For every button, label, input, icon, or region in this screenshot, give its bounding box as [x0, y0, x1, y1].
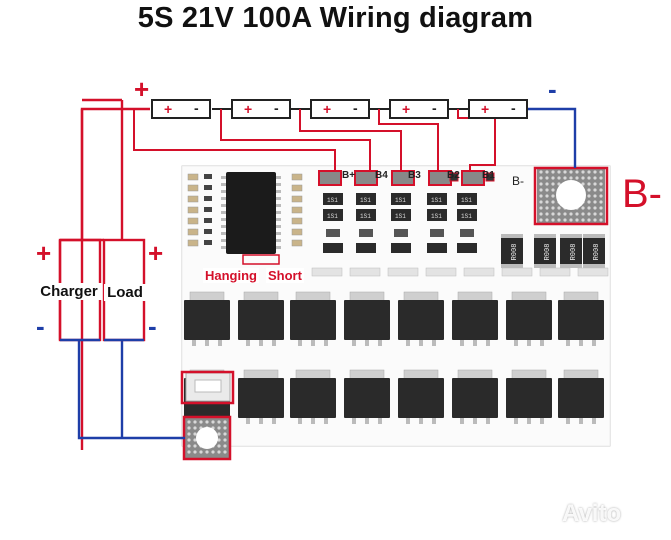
- connector-highlight: [180, 370, 235, 405]
- svg-text:1S1: 1S1: [327, 213, 338, 220]
- cell-plus-sign: +: [323, 101, 331, 117]
- pack-minus-sign: -: [548, 74, 557, 104]
- mosfet: [558, 291, 604, 346]
- mosfet: [238, 291, 284, 346]
- svg-text:1S1: 1S1: [461, 213, 472, 220]
- balance-chip: 1S1 1S1: [427, 193, 447, 253]
- sense-resistor: R008: [534, 234, 556, 268]
- battery-cell: +-: [310, 99, 370, 119]
- pin-label-b2: B2: [447, 170, 460, 181]
- charger-plus-sign: +: [36, 238, 52, 268]
- balance-chip: 1S1 1S1: [391, 193, 411, 253]
- mosfet: [344, 369, 390, 424]
- load-minus-sign: -: [148, 311, 157, 341]
- svg-text:1S1: 1S1: [360, 213, 371, 220]
- b-minus-callout: B-: [622, 172, 662, 216]
- sense-resistor: R008: [583, 234, 605, 268]
- mosfet: [238, 369, 284, 424]
- svg-text:1S1: 1S1: [431, 197, 442, 204]
- balance-chip: 1S1 1S1: [323, 193, 343, 253]
- short-label: Short: [266, 268, 304, 283]
- svg-text:1S1: 1S1: [395, 197, 406, 204]
- balance-chip: 1S1 1S1: [356, 193, 376, 253]
- lead-bplus: [133, 109, 336, 172]
- lead-b1: [457, 109, 496, 172]
- avito-watermark: Avito: [562, 500, 622, 527]
- svg-text:R008: R008: [593, 244, 601, 261]
- mosfet: [506, 291, 552, 346]
- pin-label-b4: B4: [375, 170, 388, 181]
- svg-text:1S1: 1S1: [395, 213, 406, 220]
- cell-plus-sign: +: [481, 101, 489, 117]
- battery-cell: +-: [468, 99, 528, 119]
- cell-plus-sign: +: [244, 101, 252, 117]
- balance-pad: [318, 170, 342, 186]
- pack-negative-wire: [521, 107, 577, 168]
- mosfet-array: [184, 291, 604, 424]
- mosfet: [290, 369, 336, 424]
- cell-minus-sign: -: [432, 100, 437, 116]
- lead-b3: [299, 109, 402, 172]
- pin-label-bplus: B+: [342, 170, 356, 181]
- svg-text:R008: R008: [544, 244, 552, 261]
- p-minus-wire: [77, 340, 185, 440]
- pin-label-b1: B1: [482, 170, 495, 181]
- battery-cell: +-: [389, 99, 449, 119]
- lead-b4: [220, 109, 371, 172]
- sense-resistor: R008: [501, 234, 523, 268]
- mosfet: [398, 369, 444, 424]
- mosfet: [452, 291, 498, 346]
- pack-positive-wire: [80, 107, 150, 450]
- neg-pin-label: B-: [512, 174, 524, 188]
- current-sense-resistors: R008 R008 R008 R008: [501, 234, 605, 268]
- balance-pad: [391, 170, 415, 186]
- mosfet: [398, 291, 444, 346]
- cell-plus-sign: +: [402, 101, 410, 117]
- cell-plus-sign: +: [164, 101, 172, 117]
- charger-minus-sign: -: [36, 311, 45, 341]
- cell-minus-sign: -: [353, 100, 358, 116]
- svg-text:1S1: 1S1: [360, 197, 371, 204]
- sense-resistor: R008: [560, 234, 582, 268]
- balance-pad: [354, 170, 378, 186]
- pack-plus-sign: +: [134, 74, 150, 104]
- balance-pads: [318, 170, 495, 186]
- mosfet: [184, 291, 230, 346]
- cell-minus-sign: -: [274, 100, 279, 116]
- battery-cell: +-: [231, 99, 291, 119]
- b-minus-highlight: [533, 166, 609, 226]
- load-plus-sign: +: [148, 238, 164, 268]
- page-title: 5S 21V 100A Wiring diagram: [137, 2, 534, 34]
- mosfet: [506, 369, 552, 424]
- load-label: Load: [104, 284, 146, 301]
- cell-minus-sign: -: [511, 100, 516, 116]
- control-ic: [221, 172, 281, 254]
- svg-text:1S1: 1S1: [431, 213, 442, 220]
- hanging-short-highlight: [242, 254, 280, 265]
- hanging-label: Hanging: [203, 268, 259, 283]
- pin-label-b3: B3: [408, 170, 421, 181]
- lead-b2: [378, 109, 439, 172]
- p-minus-pad: [185, 418, 229, 458]
- balance-chip: 1S1 1S1: [457, 193, 477, 253]
- svg-text:1S1: 1S1: [327, 197, 338, 204]
- svg-text:1S1: 1S1: [461, 197, 472, 204]
- mosfet: [344, 291, 390, 346]
- b-minus-pad: [537, 168, 605, 223]
- balance-pad: [461, 170, 485, 186]
- svg-text:R008: R008: [570, 244, 578, 261]
- svg-text:R008: R008: [511, 244, 519, 261]
- battery-cell: +-: [151, 99, 211, 119]
- mosfet: [290, 291, 336, 346]
- charger-label: Charger: [36, 283, 102, 300]
- cell-minus-sign: -: [194, 100, 199, 116]
- mosfet: [558, 369, 604, 424]
- battery-cells: +-+-+-+-+-: [151, 99, 528, 119]
- mosfet: [452, 369, 498, 424]
- capacitor-column: [187, 173, 303, 247]
